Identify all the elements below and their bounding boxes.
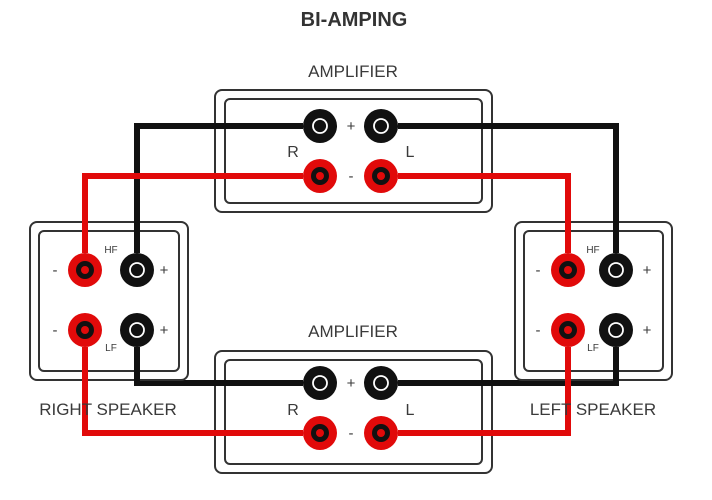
terminal-black bbox=[364, 109, 398, 143]
terminal-black bbox=[364, 366, 398, 400]
terminal-red bbox=[364, 416, 398, 450]
amplifier-top-minus-sign: - bbox=[349, 168, 354, 185]
terminal-red bbox=[551, 313, 585, 347]
left-speaker-label: LEFT SPEAKER bbox=[530, 400, 656, 419]
amplifier-top: AMPLIFIER + - R L bbox=[214, 62, 493, 213]
right-speaker-hf-minus-sign: - bbox=[53, 262, 58, 279]
terminal-red bbox=[68, 253, 102, 287]
right-speaker-lf-plus-sign: + bbox=[160, 322, 169, 339]
terminal-black bbox=[120, 313, 154, 347]
left-speaker: HF LF - + - + bbox=[514, 221, 673, 381]
right-speaker-label: RIGHT SPEAKER bbox=[39, 400, 177, 419]
amplifier-bottom-label: AMPLIFIER bbox=[308, 322, 398, 341]
left-speaker-lf-label: LF bbox=[587, 343, 599, 354]
amplifier-bottom: AMPLIFIER + - R L bbox=[214, 322, 493, 474]
amplifier-top-right-channel-label: R bbox=[287, 144, 299, 161]
wires-bottom-overlay bbox=[214, 380, 493, 436]
right-speaker-hf-plus-sign: + bbox=[160, 262, 169, 279]
terminal-black bbox=[599, 253, 633, 287]
amplifier-bottom-plus-sign: + bbox=[347, 375, 356, 392]
terminal-red bbox=[303, 159, 337, 193]
terminal-black bbox=[303, 366, 337, 400]
amplifier-bottom-right-channel-label: R bbox=[287, 402, 299, 419]
right-speaker: HF LF - + - + bbox=[29, 221, 189, 381]
amplifier-top-inner-box bbox=[224, 98, 483, 204]
diagram-title: BI-AMPING bbox=[301, 9, 408, 31]
left-speaker-hf-label: HF bbox=[586, 245, 599, 256]
terminal-red bbox=[364, 159, 398, 193]
terminal-black bbox=[303, 109, 337, 143]
left-speaker-hf-minus-sign: - bbox=[536, 262, 541, 279]
right-speaker-lf-label: LF bbox=[105, 343, 117, 354]
amplifier-bottom-minus-sign: - bbox=[349, 425, 354, 442]
amplifier-top-label: AMPLIFIER bbox=[308, 62, 398, 81]
right-speaker-lf-minus-sign: - bbox=[53, 322, 58, 339]
amplifier-top-plus-sign: + bbox=[347, 118, 356, 135]
terminal-red bbox=[551, 253, 585, 287]
terminal-red bbox=[68, 313, 102, 347]
amplifier-bottom-left-channel-label: L bbox=[406, 402, 415, 419]
wires-speaker-overlay bbox=[82, 221, 619, 381]
amplifier-top-left-channel-label: L bbox=[406, 144, 415, 161]
terminal-black bbox=[599, 313, 633, 347]
right-speaker-hf-label: HF bbox=[104, 245, 117, 256]
left-speaker-hf-plus-sign: + bbox=[643, 262, 652, 279]
terminal-red bbox=[303, 416, 337, 450]
wires-top-overlay bbox=[214, 123, 493, 179]
left-speaker-lf-minus-sign: - bbox=[536, 322, 541, 339]
left-speaker-lf-plus-sign: + bbox=[643, 322, 652, 339]
terminal-black bbox=[120, 253, 154, 287]
